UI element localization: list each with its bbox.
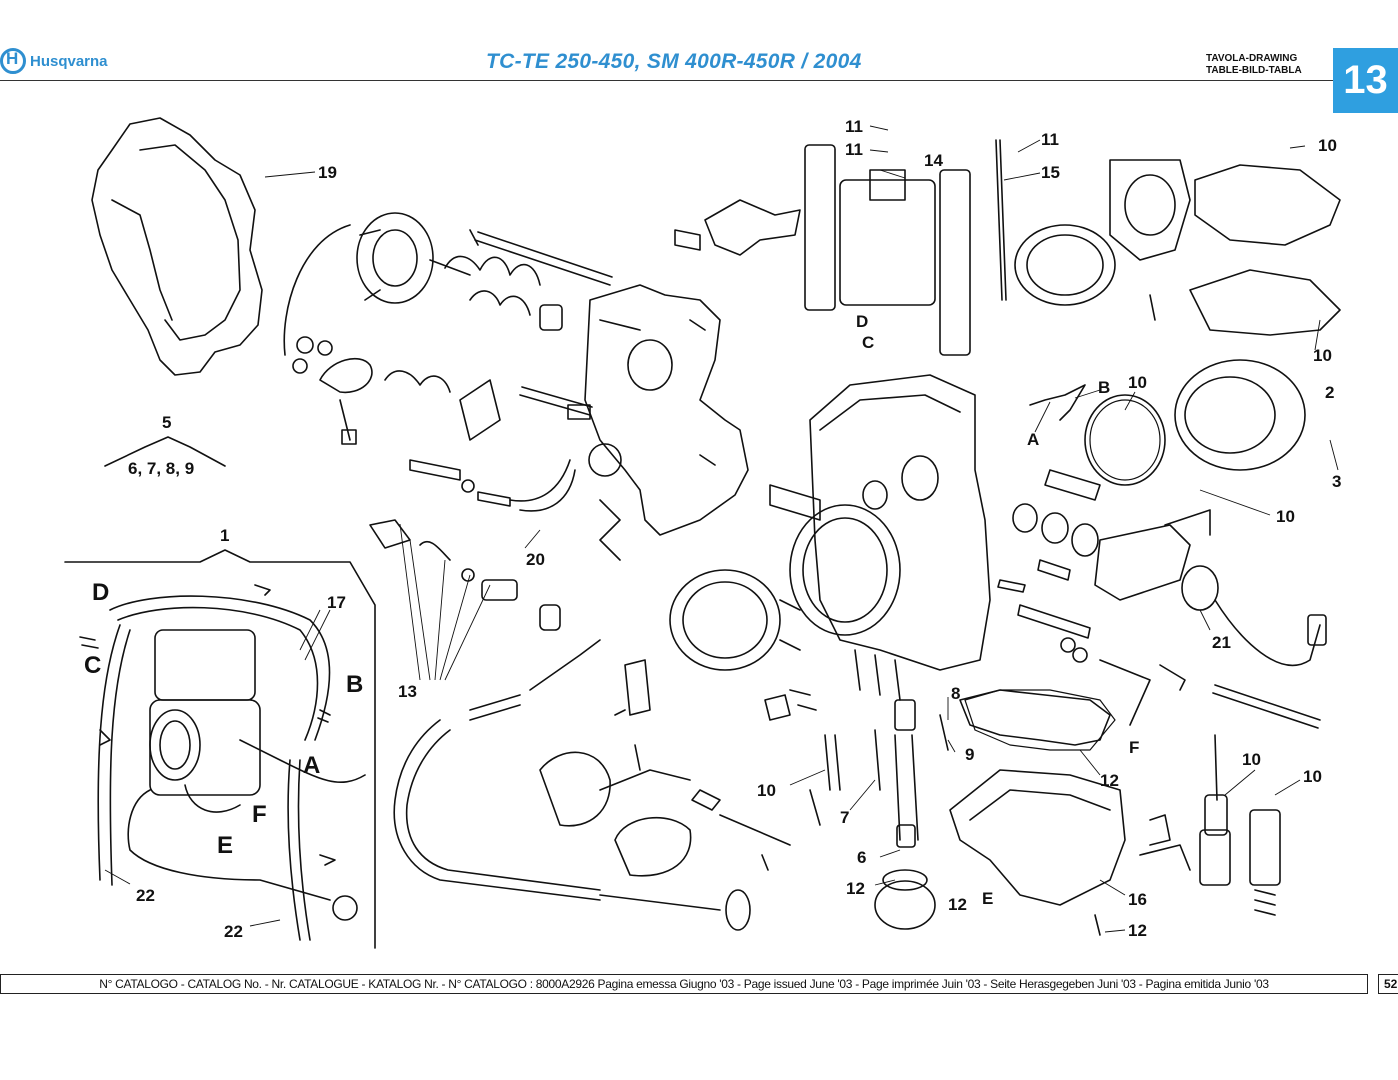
husqvarna-crown-icon [0, 48, 26, 74]
callout-3: 3 [1332, 472, 1341, 491]
callout-12b: 12 [846, 879, 865, 898]
callout-15: 15 [1041, 163, 1060, 182]
brand-name: Husqvarna [30, 52, 108, 70]
callout-11a: 11 [845, 117, 863, 136]
callout-1: 1 [220, 526, 229, 545]
callout-5: 5 [162, 413, 171, 432]
callout-7: 7 [840, 808, 849, 827]
part-long-screw [469, 229, 613, 286]
callout-b-left: B [346, 671, 363, 698]
part-float-bowl [809, 689, 1281, 936]
part-o-ring-large [1089, 399, 1161, 481]
bracket-5 [104, 436, 226, 467]
drawing-label-line1: TAVOLA-DRAWING [1206, 53, 1298, 64]
part-choke-plunger [509, 386, 622, 561]
callout-11b: 11 [845, 140, 863, 159]
callout-14: 14 [924, 151, 943, 170]
brand-logo: Husqvarna [0, 48, 108, 74]
callout-b-right: B [1098, 378, 1110, 397]
callout-11c: 11 [1041, 130, 1059, 149]
part-mounting-bracket [584, 284, 749, 536]
callout-10e: 10 [757, 781, 776, 800]
callout-5-sub: 6, 7, 8, 9 [128, 459, 194, 478]
callout-a-left: A [303, 752, 320, 779]
callout-8: 8 [951, 684, 960, 703]
callout-10g: 10 [1303, 767, 1322, 786]
callout-10d: 10 [1276, 507, 1295, 526]
part-float-gasket [964, 689, 1116, 751]
callout-12a: 12 [1100, 771, 1119, 790]
callout-e-left: E [217, 832, 233, 859]
part-diaphragm-cover [1149, 164, 1341, 336]
callout-13: 13 [398, 682, 417, 701]
page-number: 52 [1378, 974, 1398, 994]
part-linkage-small-items [292, 336, 511, 507]
callout-c-left: C [84, 652, 101, 679]
callout-f-left: F [252, 801, 267, 828]
callout-6: 6 [857, 848, 866, 867]
part-intake-adapter [997, 359, 1327, 729]
callout-d-left: D [92, 579, 109, 606]
callout-d-mid: D [856, 312, 868, 331]
callout-19: 19 [318, 163, 337, 182]
header-divider [0, 80, 1333, 81]
part-hot-start-cable [369, 519, 751, 931]
callout-f-right: F [1129, 738, 1139, 757]
callout-e-mid: E [982, 889, 993, 908]
callout-10b: 10 [1128, 373, 1147, 392]
drawing-label: TAVOLA-DRAWING TABLE-BILD-TABLA [1206, 53, 1302, 77]
callout-12d: 12 [1128, 921, 1147, 940]
catalog-footer: N° CATALOGO - CATALOG No. - Nr. CATALOGU… [0, 974, 1368, 994]
callout-10c: 10 [1313, 346, 1332, 365]
callout-10f: 10 [1242, 750, 1261, 769]
callout-17: 17 [327, 593, 346, 612]
drawing-label-line2: TABLE-BILD-TABLA [1206, 65, 1302, 76]
part-top-cover [674, 139, 1191, 356]
page-header: Husqvarna TC-TE 250-450, SM 400R-450R / … [0, 0, 1398, 84]
callout-22a: 22 [136, 886, 155, 905]
exploded-parts-diagram: 19 5 6, 7, 8, 9 1 D C 17 B A F E 22 22 2… [64, 117, 1341, 949]
part-throttle-drum [283, 212, 563, 356]
leader-lines [104, 125, 1339, 933]
part-carburetor-assembly [79, 584, 366, 941]
callout-c-mid: C [862, 333, 874, 352]
page-title: TC-TE 250-450, SM 400R-450R / 2004 [486, 50, 862, 73]
callout-10a: 10 [1318, 136, 1337, 155]
callout-20: 20 [526, 550, 545, 569]
part-throttle-cover [91, 117, 263, 376]
part-carburetor-body [669, 374, 991, 721]
callout-22b: 22 [224, 922, 243, 941]
callout-2: 2 [1325, 383, 1334, 402]
part-jet-holder [539, 659, 791, 877]
table-number-badge: 13 [1333, 48, 1398, 113]
callout-12c: 12 [948, 895, 967, 914]
kit-1-bracket [64, 549, 376, 949]
callout-16: 16 [1128, 890, 1147, 909]
callout-a-right: A [1027, 430, 1039, 449]
callout-9: 9 [965, 745, 974, 764]
callout-21: 21 [1212, 633, 1231, 652]
